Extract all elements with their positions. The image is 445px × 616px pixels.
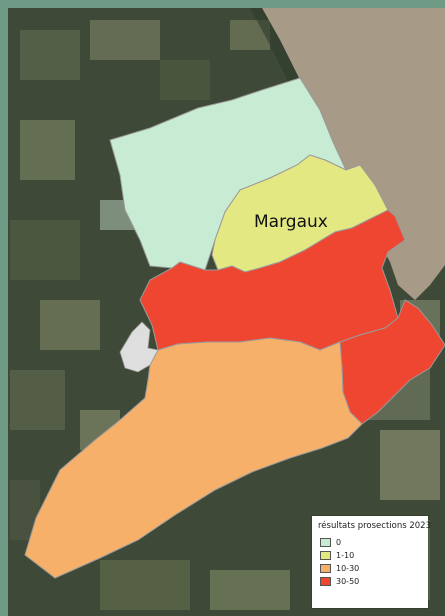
map-canvas	[8, 8, 445, 616]
map-legend: résultats prosections 2023 0 1-10 10-30 …	[312, 516, 431, 608]
legend-item: 10-30	[320, 562, 422, 575]
legend-swatch-10-30	[320, 564, 331, 573]
legend-label: 1-10	[336, 551, 355, 560]
town-label-margaux: Margaux	[254, 212, 328, 232]
legend-item: 0	[320, 536, 422, 549]
legend-label: 10-30	[336, 564, 360, 573]
legend-title: résultats prosections 2023	[318, 521, 431, 531]
legend-item: 30-50	[320, 575, 422, 588]
map-frame[interactable]: Margaux résultats prosections 2023 0 1-1…	[8, 8, 445, 616]
legend-swatch-0	[320, 538, 331, 547]
legend-label: 30-50	[336, 577, 360, 586]
region-10-30[interactable]	[24, 337, 363, 579]
legend-swatch-1-10	[320, 551, 331, 560]
legend-label: 0	[336, 538, 342, 547]
legend-swatch-30-50	[320, 577, 331, 586]
legend-item: 1-10	[320, 549, 422, 562]
unsurveyed-patch	[119, 321, 159, 373]
